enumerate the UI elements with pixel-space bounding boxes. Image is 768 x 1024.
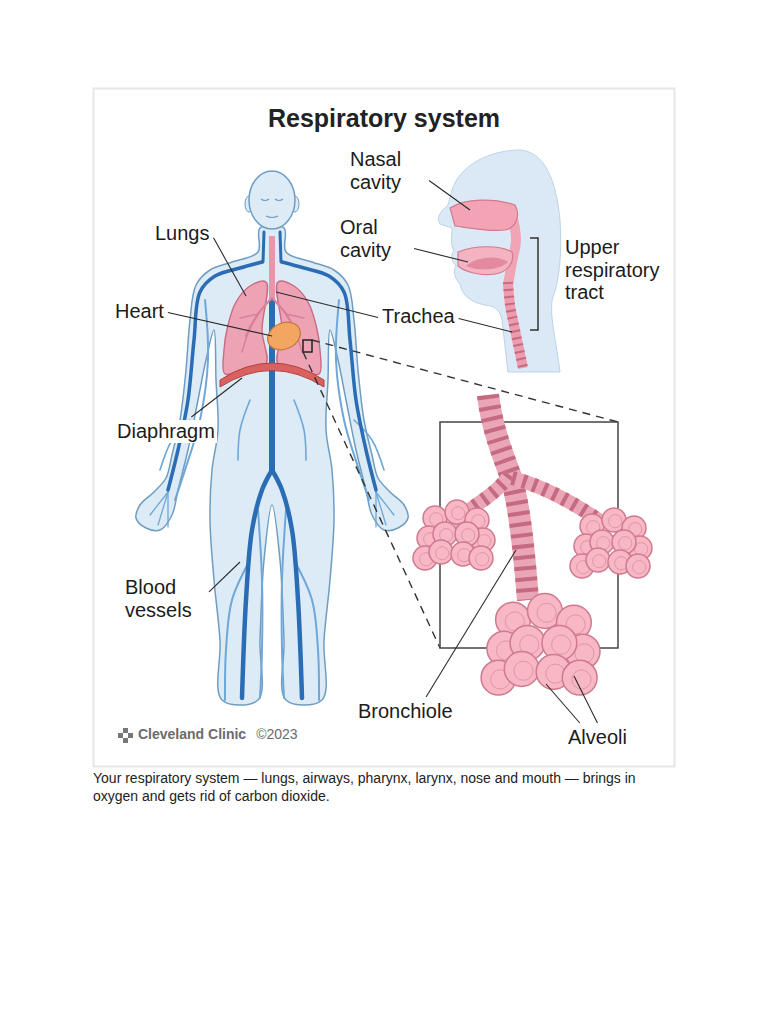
eye	[275, 199, 283, 201]
alveolus-wall	[593, 555, 606, 568]
leader-line	[214, 238, 247, 296]
leader-line	[426, 550, 516, 697]
trachea	[508, 282, 523, 368]
logo-square	[123, 728, 128, 733]
blood-vessel	[294, 400, 306, 460]
part-label: Lungs	[155, 222, 210, 245]
body-outline	[136, 225, 408, 705]
dashed-line	[303, 352, 440, 648]
part-label: Diaphragm	[115, 420, 217, 443]
alveolus	[429, 540, 453, 564]
leader-line	[574, 676, 597, 723]
blood-vessel	[240, 314, 258, 318]
alveolus-wall	[537, 603, 556, 622]
head-silhouette	[438, 150, 560, 372]
blood-vessel	[167, 492, 168, 527]
leader-lines	[168, 181, 598, 723]
head	[249, 171, 295, 229]
logo-icon	[118, 728, 133, 743]
logo-square	[123, 738, 128, 743]
leader-line	[168, 312, 272, 336]
region-label: Upper respiratory tract	[565, 236, 665, 304]
bracket	[530, 238, 538, 330]
bronchiole-illustration	[413, 395, 652, 695]
diagram-title: Respiratory system	[93, 104, 675, 132]
blood-vessel	[246, 298, 272, 336]
part-label: Blood vessels	[125, 576, 205, 621]
trachea	[269, 236, 275, 300]
alveolus-wall	[462, 529, 475, 542]
blood-vessel	[336, 300, 369, 500]
head-profile	[438, 150, 560, 372]
blood-vessel	[272, 470, 302, 698]
blood-vessel	[376, 492, 394, 515]
blood-vessel	[269, 300, 275, 470]
alveolus	[626, 554, 650, 578]
alveolus-wall	[552, 635, 571, 654]
logo-text: Cleveland Clinic	[138, 727, 246, 743]
blood-vessel	[238, 400, 250, 460]
alveolus-wall	[609, 515, 622, 528]
copyright: ©2023	[256, 727, 297, 743]
eye	[261, 199, 269, 201]
part-label: Nasal cavity	[350, 148, 425, 193]
alveoli-cluster	[413, 500, 495, 570]
blood-vessel	[158, 492, 168, 525]
heart	[263, 317, 305, 355]
blood-vessel	[242, 470, 272, 698]
alveolus	[469, 546, 493, 570]
part-label: Bronchiole	[358, 700, 453, 723]
blood-vessel	[175, 300, 208, 500]
leader-line	[191, 378, 242, 417]
blood-vessel	[150, 492, 168, 515]
alveolus	[586, 548, 610, 572]
alveolus	[562, 660, 597, 695]
nasal-cavity	[450, 200, 518, 230]
part-label: Heart	[115, 300, 164, 323]
leader-line	[276, 292, 378, 317]
blood-vessel	[258, 510, 262, 698]
alveolus-wall	[514, 661, 533, 680]
alveolus	[504, 652, 539, 687]
zoom-square	[303, 340, 312, 352]
alveolus-wall	[452, 507, 465, 520]
alveoli-cluster	[481, 594, 600, 696]
alveolus-wall	[633, 561, 646, 574]
alveolus-wall	[572, 670, 591, 689]
part-label: Trachea	[382, 305, 455, 328]
leader-line	[429, 181, 470, 210]
blood-vessel	[286, 314, 304, 318]
tongue	[466, 257, 508, 269]
trachea-rings	[508, 282, 523, 368]
part-label: Oral cavity	[340, 216, 410, 261]
leader-line	[459, 319, 512, 332]
alveolus-wall	[476, 553, 489, 566]
blood-vessel	[282, 510, 286, 698]
blood-vessel	[263, 232, 264, 262]
frame	[94, 89, 675, 767]
caption: Your respiratory system — lungs, airways…	[93, 770, 653, 805]
dashed-line	[312, 340, 618, 422]
leader-line	[546, 684, 580, 723]
alveolus-wall	[619, 537, 632, 550]
mouth	[266, 216, 278, 218]
zoom-lines	[303, 340, 618, 648]
alveolus-wall	[436, 547, 449, 560]
logo-square	[128, 733, 133, 738]
leader-line	[209, 562, 240, 592]
part-label: Alveoli	[568, 726, 627, 749]
oral-cavity	[458, 247, 513, 275]
blood-vessel	[280, 232, 281, 262]
alveoli-cluster	[570, 508, 652, 578]
logo-square	[118, 733, 123, 738]
leader-line	[414, 249, 468, 262]
